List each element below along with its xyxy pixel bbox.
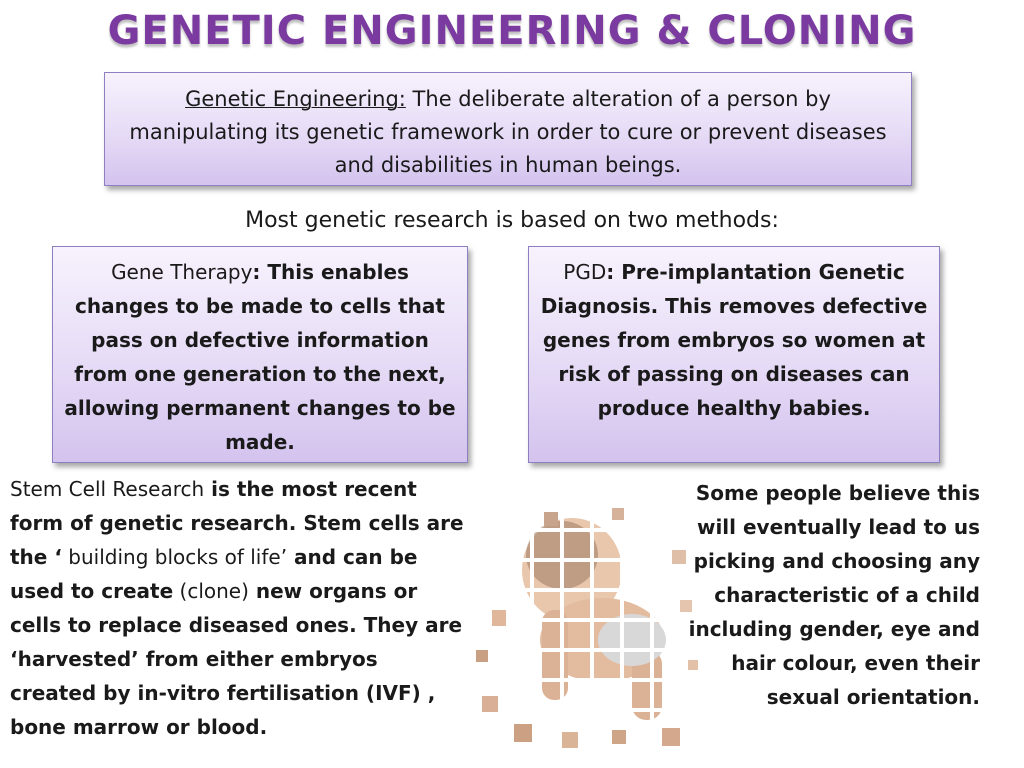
stem-cell-part-5: (clone) [173,579,249,603]
methods-intro: Most genetic research is based on two me… [245,208,779,233]
gene-therapy-label: Gene Therapy [111,260,253,284]
definition-text: The deliberate alteration of a person by… [129,87,887,177]
pgd-box: PGD: Pre-implantation Genetic Diagnosis.… [528,246,940,463]
stem-cell-part-6: new organs or cells to replace diseased … [10,579,463,739]
stem-cell-paragraph: Stem Cell Research is the most recent fo… [10,472,470,744]
stem-cell-part-2: is the most recent form of genetic resea… [10,477,464,569]
page-title: GENETIC ENGINEERING & CLONING [107,8,917,54]
belief-paragraph: Some people believe this will eventually… [688,481,980,709]
definition-box: Genetic Engineering: The deliberate alte… [104,72,912,186]
pgd-text: : Pre-implantation Genetic Diagnosis. Th… [540,260,928,420]
definition-term: Genetic Engineering: [185,87,406,111]
grid-lines [502,510,682,740]
stem-cell-part-1: Stem Cell Research [10,477,205,501]
gene-therapy-box: Gene Therapy: This enables changes to be… [52,246,468,463]
fragmented-baby-image [476,508,698,748]
gene-therapy-text: : This enables changes to be made to cel… [64,260,456,454]
scattered-fragments [476,508,698,748]
pgd-label: PGD [563,260,607,284]
stem-cell-part-3: building blocks of life’ [61,545,288,569]
stem-cell-part-4: and can be used to create [10,545,418,603]
